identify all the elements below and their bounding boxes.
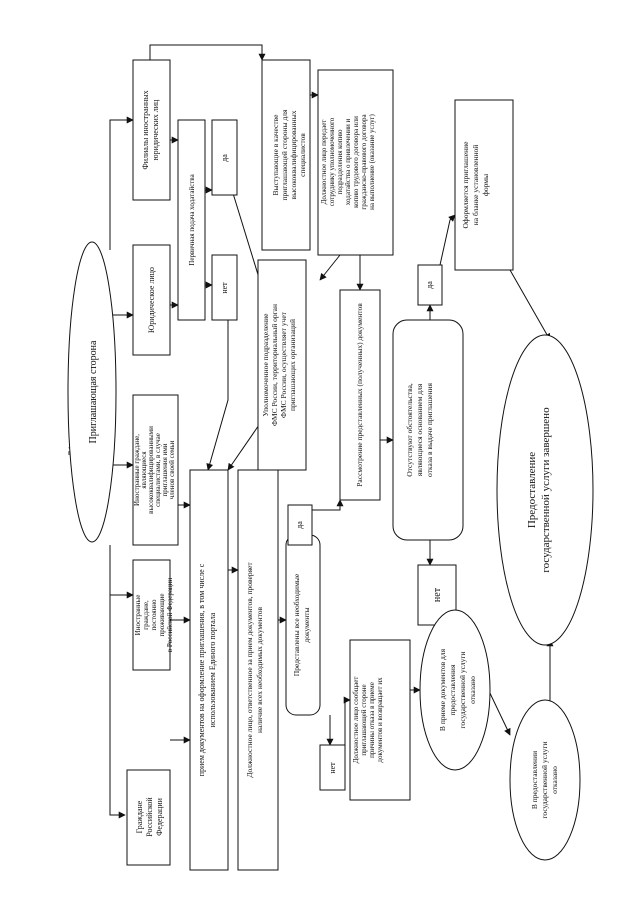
node-filing-yes: да — [211, 119, 238, 196]
arrow-party-branches — [109, 116, 134, 250]
node-filing-no: нет — [211, 254, 238, 321]
arrow-party-citizens — [109, 545, 126, 819]
node-refused-service: В предоставлениигосударственной услугиот… — [509, 699, 581, 861]
node-all-provided: Представлены все необходимыедокументы — [285, 534, 321, 716]
text-official-transfers: Должностное лицо передаетсотруднику упол… — [320, 113, 376, 209]
node-citizens-rf: ГражданеРоссийскойФедерации — [126, 769, 171, 866]
text-foreign-hqs: Иностранные граждане,являющиесявысококва… — [133, 426, 176, 514]
text-authorized-unit: Уполномоченное подразделениеФМС России, … — [261, 304, 297, 426]
arrow-branches-hqs — [149, 44, 266, 61]
node-hqs-role: Выступающие в качествеприглашающей сторо… — [261, 59, 311, 251]
node-no-grounds: Отсутствуют обстоятельства,являющиеся ос… — [392, 319, 464, 541]
node-foreign-hqs: Иностранные граждане,являющиесявысококва… — [132, 394, 179, 546]
arrow-transfer-authorized — [319, 254, 341, 281]
node-authorized-unit: Уполномоченное подразделениеФМС России, … — [257, 259, 307, 471]
text-form-invitation: Оформляется приглашениена бланке установ… — [461, 141, 490, 229]
arrow-no-informs — [343, 696, 351, 745]
text-official-checks: Должностное лицо, ответственное за прием… — [245, 562, 264, 778]
node-grounds-yes: да — [417, 264, 443, 306]
node-refused-docs: В приеме документов дляпредоставлениягос… — [419, 609, 491, 771]
node-docs-no: нет — [319, 744, 346, 791]
text-grounds-yes: да — [425, 281, 434, 289]
node-official-informs: Должностное лицо сообщаетприглашающей ст… — [349, 639, 411, 801]
text-citizens-rf: ГражданеРоссийскойФедерации — [135, 797, 164, 837]
arrow-filing-no — [204, 281, 213, 310]
text-all-provided: Представлены все необходимыедокументы — [292, 573, 311, 676]
node-form-invitation: Оформляется приглашениена бланке установ… — [454, 99, 514, 271]
text-filing-no: нет — [220, 282, 229, 294]
text-legal-entity: Юридическое лицо — [147, 267, 156, 333]
arrow-yes-review — [312, 499, 344, 511]
node-foreign-permanent: Иностранныеграждане,постояннопроживающие… — [132, 559, 174, 671]
node-docs-yes: да — [287, 504, 313, 546]
text-receive-docs: прием документов на оформление приглашен… — [197, 563, 217, 776]
arrow-no-receive — [206, 320, 229, 471]
arrow-yes-form — [439, 214, 456, 266]
node-official-transfers: Должностное лицо передаетсотруднику упол… — [317, 69, 394, 256]
arrow-filing-yes — [204, 186, 213, 200]
text-grounds-no: нет — [432, 587, 443, 602]
text-refused-docs: В приеме документов дляпредоставлениягос… — [438, 648, 477, 731]
text-docs-yes: да — [295, 521, 304, 529]
text-no-grounds: Отсутствуют обстоятельства,являющиеся ос… — [405, 383, 434, 477]
text-foreign-branches: Филиалы иностранныхюридических лиц — [141, 90, 160, 169]
text-official-informs: Должностное лицо сообщаетприглашающей ст… — [352, 677, 384, 764]
node-legal-entity: Юридическое лицо — [132, 244, 171, 356]
node-foreign-branches: Филиалы иностранныхюридических лиц — [132, 59, 171, 201]
node-receive-docs: прием документов на оформление приглашен… — [189, 469, 229, 871]
text-refused-service: В предоставлениигосударственной услугиот… — [530, 742, 559, 819]
node-inviting-party: Приглашающая сторона — [67, 241, 117, 543]
text-docs-no: нет — [328, 762, 337, 774]
text-review-docs: Рассмотрение представленных (полученных)… — [355, 303, 364, 487]
node-first-filing: Первичная подача ходатайства — [177, 119, 206, 321]
text-first-filing: Первичная подача ходатайства — [188, 173, 196, 265]
arrow-form-completed — [509, 269, 551, 341]
text-filing-yes: да — [220, 154, 229, 162]
node-review-docs: Рассмотрение представленных (полученных)… — [339, 289, 381, 501]
node-official-checks: Должностное лицо, ответственное за прием… — [237, 469, 279, 871]
text-hqs-role: Выступающие в качествеприглашающей сторо… — [271, 109, 307, 200]
text-inviting-party: Приглашающая сторона — [88, 340, 99, 443]
text-foreign-permanent: Иностранныеграждане,постояннопроживающие… — [134, 578, 174, 653]
